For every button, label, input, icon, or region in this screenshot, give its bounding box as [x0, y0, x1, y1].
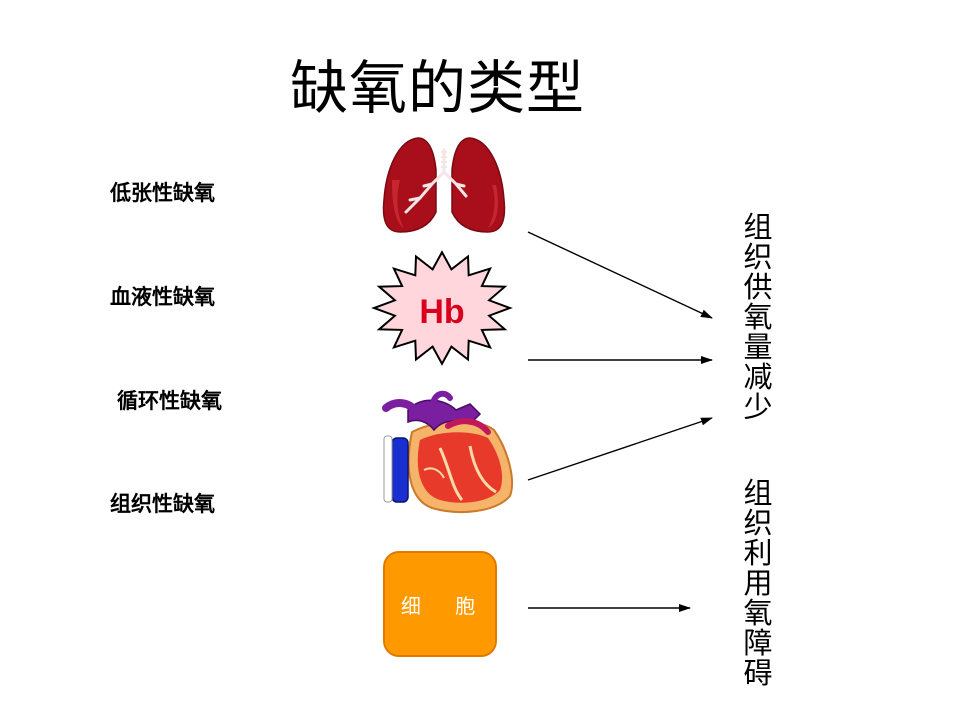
- outcome-reduced-supply: 组 织 供 氧 量 减 少: [738, 212, 778, 422]
- outcome-char: 组: [743, 210, 773, 244]
- arrow-from-heart: [527, 417, 713, 481]
- outcome-char: 障: [743, 626, 773, 660]
- cell-box: 细 胞: [383, 551, 497, 657]
- outcome-char: 织: [743, 240, 773, 274]
- outcome-char: 组: [743, 476, 773, 510]
- outcome-utilization-disorder: 组 织 利 用 氧 障 碍: [738, 478, 778, 688]
- outcome-char: 碍: [743, 656, 773, 690]
- outcome-char: 减: [743, 360, 773, 394]
- page-title: 缺氧的类型: [290, 54, 586, 122]
- lungs-icon: [382, 137, 506, 233]
- outcome-char: 供: [743, 270, 773, 304]
- type-label-hemic: 血液性缺氧: [110, 284, 215, 309]
- outcome-char: 用: [743, 566, 773, 600]
- outcome-char: 少: [743, 390, 773, 424]
- arrow-from-lungs: [527, 231, 713, 319]
- outcome-char: 量: [743, 330, 773, 364]
- outcome-char: 氧: [743, 596, 773, 630]
- outcome-char: 利: [743, 536, 773, 570]
- hb-label: Hb: [419, 293, 465, 331]
- type-label-circulatory: 循环性缺氧: [117, 388, 222, 413]
- type-label-hypotonic: 低张性缺氧: [110, 180, 215, 205]
- outcome-char: 氧: [743, 300, 773, 334]
- heart-icon: [382, 390, 514, 513]
- starburst-icon: [371, 250, 513, 366]
- outcome-char: 织: [743, 506, 773, 540]
- cell-label: 细 胞: [400, 593, 490, 618]
- type-label-histogenous: 组织性缺氧: [110, 491, 215, 516]
